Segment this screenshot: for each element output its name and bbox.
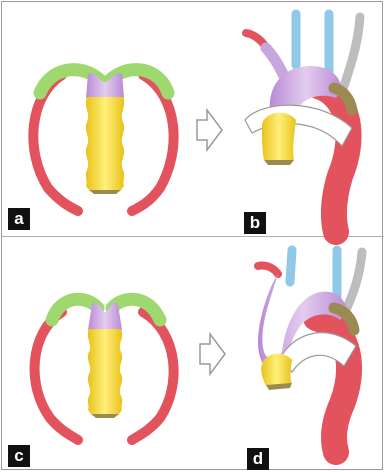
truncus-arteriosus-yellow: [86, 97, 124, 190]
ascending-aorta-yellow: [262, 113, 296, 160]
panel-label-c: c: [8, 445, 30, 467]
ascending-aorta-yellow: [261, 354, 292, 386]
brachiocephalic-purple: [266, 48, 285, 78]
right-subclavian-tip-red: [258, 265, 278, 274]
right-arrow-icon: [200, 334, 225, 374]
right-dorsal-aorta: [132, 312, 174, 440]
panel-label-b: b: [244, 212, 266, 234]
left-subclavian-grey: [346, 252, 362, 310]
panel-a-embryonic-arches: [33, 70, 173, 211]
panel-d-right-arch-variant: [258, 250, 362, 452]
panel-c-embryonic-arches: [35, 299, 174, 440]
descending-aorta: [318, 86, 349, 232]
truncus-base-brown: [89, 190, 121, 194]
right-arrow-icon: [197, 110, 222, 150]
panel-label-a: a: [8, 208, 30, 230]
aortic-sac-purple: [88, 303, 122, 330]
panel-label-d: d: [247, 448, 269, 470]
truncus-arteriosus-yellow: [88, 329, 122, 414]
truncus-base-brown: [91, 414, 119, 418]
left-subclavian-grey: [342, 17, 360, 92]
left-dorsal-aorta: [35, 312, 78, 440]
panel-b-normal-left-arch: [245, 14, 360, 232]
right-carotid-blue: [290, 250, 292, 282]
aortic-root-brown: [264, 160, 294, 165]
